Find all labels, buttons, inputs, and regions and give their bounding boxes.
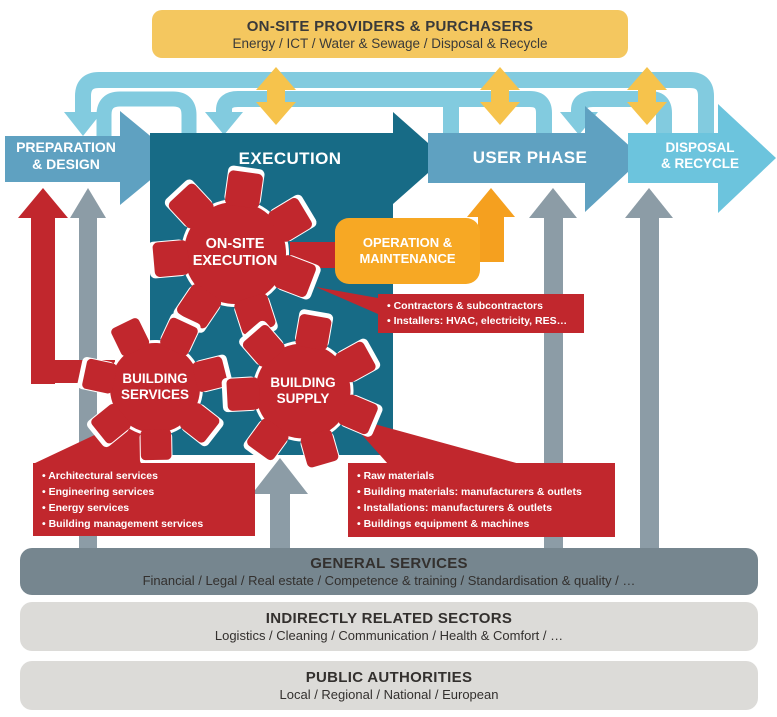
disposal-recycle-label: DISPOSAL & RECYCLE [660, 140, 739, 171]
callout-pointer-supply [345, 416, 520, 464]
disposal-recycle-arrow [628, 104, 776, 213]
pipe-down-arrow-icon [205, 112, 243, 135]
bullet-item: • Installations: manufacturers & outlets [357, 502, 553, 514]
bullet-item: • Raw materials [357, 470, 435, 482]
execution-label: EXECUTION [238, 149, 342, 168]
general-services-bar: GENERAL SERVICES Financial / Legal / Rea… [20, 548, 758, 595]
onsite-providers-banner: ON-SITE PROVIDERS & PURCHASERS Energy / … [152, 10, 628, 58]
bullet-item: • Energy services [42, 502, 130, 514]
preparation-design-arrow [5, 111, 177, 205]
building-supply-gear-label: BUILDING SUPPLY [270, 375, 336, 406]
indirectly-related-sectors-bar: INDIRECTLY RELATED SECTORS Logistics / C… [20, 602, 758, 651]
bullet-item: • Installers: HVAC, electricity, RES… [387, 315, 568, 327]
user-phase-arrow [428, 106, 643, 212]
yellow-exchange-arrow-icon [480, 67, 520, 125]
bar-subtitle: Financial / Legal / Real estate / Compet… [142, 573, 636, 588]
building-services-callout: • Architectural services • Engineering se… [33, 463, 255, 536]
bar-title: INDIRECTLY RELATED SECTORS [265, 610, 513, 627]
contractors-callout: • Contractors & subcontractors • Installe… [378, 294, 584, 333]
gray-up-arrow-disposal [625, 188, 673, 549]
operation-maintenance-box: OPERATION & MAINTENANCE [335, 218, 480, 284]
building-supply-callout: • Raw materials • Building materials: man… [348, 463, 615, 537]
bullet-item: • Buildings equipment & machines [357, 518, 530, 530]
public-authorities-bar: PUBLIC AUTHORITIES Local / Regional / Na… [20, 661, 758, 710]
gray-up-arrow-execution [252, 458, 308, 550]
preparation-design-label: PREPARATION & DESIGN [16, 139, 116, 172]
bar-subtitle: Local / Regional / National / European [279, 687, 499, 702]
building-services-gear-label: BUILDING SERVICES [120, 371, 190, 402]
pipe-down-arrow-icon [64, 112, 102, 136]
feedback-pipe-outer [64, 72, 714, 140]
yellow-exchange-arrow-icon [256, 67, 296, 125]
bullet-item: • Building management services [42, 518, 204, 530]
onsite-execution-gear-label: ON-SITE EXECUTION [192, 236, 278, 269]
bar-title: GENERAL SERVICES [310, 555, 468, 572]
feedback-pipe-prep-exec [96, 91, 197, 140]
banner-title: ON-SITE PROVIDERS & PURCHASERS [246, 17, 534, 35]
yellow-exchange-arrow-icon [627, 67, 667, 125]
bullet-item: • Contractors & subcontractors [387, 300, 543, 312]
user-phase-label: USER PHASE [472, 148, 588, 167]
banner-subtitle: Energy / ICT / Water & Sewage / Disposal… [232, 35, 548, 51]
bar-title: PUBLIC AUTHORITIES [305, 669, 473, 686]
bullet-item: • Engineering services [42, 486, 155, 498]
red-up-arrow-services-to-preparation [18, 188, 115, 384]
bullet-item: • Building materials: manufacturers & ou… [357, 486, 582, 498]
bar-subtitle: Logistics / Cleaning / Communication / H… [214, 628, 564, 643]
bullet-item: • Architectural services [42, 470, 158, 482]
callout-pointer-contractors [316, 287, 378, 314]
